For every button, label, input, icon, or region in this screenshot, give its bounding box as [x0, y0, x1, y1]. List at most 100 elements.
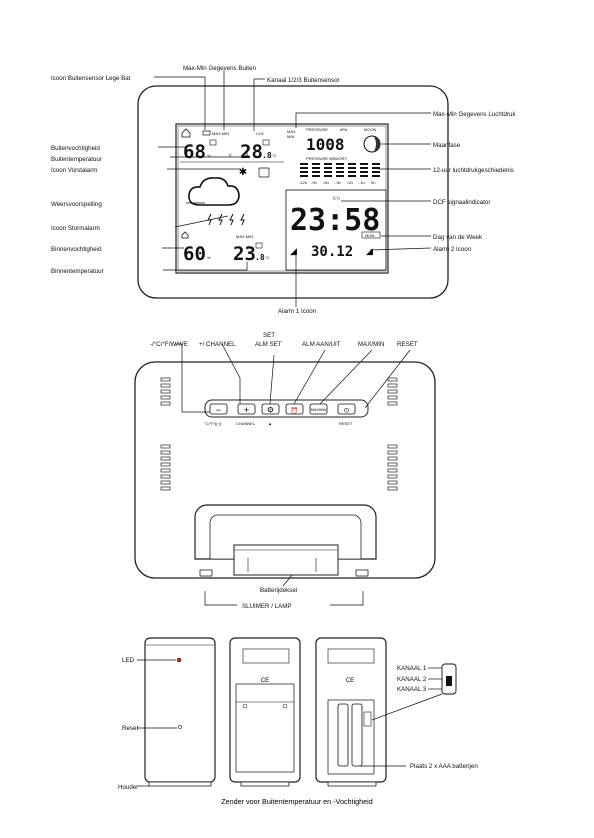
- house-out-icon: [181, 128, 191, 138]
- lcd-in-temp: 23: [233, 243, 256, 265]
- label-snooze: SLUIMER / LAMP: [242, 603, 292, 610]
- callout-maxmin-pressure: Max-Min Gegevens Luchtdruk: [433, 111, 516, 118]
- label-holder: Houder: [118, 784, 138, 791]
- lcd-pressure: 1008: [306, 135, 345, 154]
- label-alm-set: ALM SET: [255, 341, 282, 348]
- small-print-channel: CHANNEL: [236, 421, 256, 426]
- callout-forecast: Weersvoorspelling: [51, 201, 102, 208]
- label-led: LED: [122, 657, 135, 664]
- callout-in-temp: Binnentemperatuur: [51, 268, 104, 275]
- lcd-out-hum-unit: %: [207, 153, 211, 158]
- svg-text:-1h: -1h: [359, 180, 365, 185]
- label-reset: RESET: [397, 341, 418, 348]
- lcd-weekday: MON: [365, 233, 374, 238]
- front-callout-lines: [154, 70, 432, 307]
- reset-button[interactable]: [337, 403, 356, 415]
- led-icon: [176, 657, 182, 663]
- svg-text:-3h: -3h: [335, 180, 341, 185]
- maxmin-button-glyph: MAX/MIN: [311, 408, 326, 412]
- label-set: SET: [263, 332, 275, 339]
- sensor-caption: Zender voor Buitentemperatuur en -Vochti…: [221, 797, 372, 806]
- forecast-small-icon: [258, 167, 270, 178]
- weekday-box: [361, 231, 381, 239]
- reset-hole[interactable]: [178, 725, 182, 729]
- label-alm-onoff: ALM AAN/UIT: [302, 341, 341, 348]
- callout-alarm2: Alarm 2 Icoon: [433, 246, 472, 253]
- callout-dcf: DCF signaalindicator: [433, 199, 490, 206]
- plus-button[interactable]: [237, 403, 256, 415]
- sensor-holder: [148, 781, 212, 787]
- svg-text:CE: CE: [261, 678, 269, 684]
- callout-storm-alarm: Icoon Stormalarm: [51, 225, 100, 232]
- set-button[interactable]: [261, 403, 280, 415]
- label-ch1: KANAAL 1: [397, 665, 427, 672]
- minus-button-glyph: −: [216, 405, 221, 415]
- lcd-min-label: MIN: [287, 134, 294, 139]
- label-ch3: KANAAL 3: [397, 686, 427, 693]
- callout-out-humidity: Buitenvochtigheid: [51, 145, 100, 152]
- callout-weekday: Dag van de Week: [433, 234, 483, 241]
- sensor-views: CE CE LED Reset Houder KANAAL 1 KANAAL 2…: [118, 637, 478, 806]
- lcd-in-humidity: 60: [183, 243, 206, 265]
- bell-icon: ⏰: [291, 407, 298, 415]
- callout-out-temp: Buitentemperatuur: [51, 156, 102, 163]
- callout-in-humidity: Binnenvochtigheid: [51, 246, 102, 253]
- callout-maxmin-out: Max-Min Gegevens Buiten: [183, 65, 256, 72]
- lcd-maxmin-label: MAX MIN: [212, 131, 229, 136]
- minus-button[interactable]: [209, 403, 228, 415]
- channel-switch[interactable]: [363, 711, 372, 727]
- lcd-date: 30.12: [311, 244, 353, 260]
- small-print-wave: °C/°F/((·)): [204, 421, 222, 426]
- sensor-label-plate: [242, 648, 290, 664]
- lcd-in-hum-unit: %: [207, 255, 211, 260]
- house-in-icon: [181, 231, 189, 239]
- small-print-reset: RESET: [339, 421, 353, 426]
- label-wave: -/°C/°F/WAVE: [150, 341, 188, 348]
- bell1-icon: ◢: [290, 246, 297, 256]
- svg-text:-6h: -6h: [323, 180, 329, 185]
- dcf-icon: ((·)): [333, 195, 340, 200]
- callout-frost-alarm: Icoon Vorstalarm: [51, 167, 97, 174]
- svg-text:CE: CE: [346, 678, 354, 684]
- battery-2: [351, 703, 363, 767]
- label-battery-lid: Batterijdeksel: [260, 587, 297, 594]
- battery-low-icon: [202, 130, 211, 136]
- svg-text:-9h: -9h: [311, 180, 317, 185]
- pressure-bars: [300, 163, 380, 177]
- callout-low-batt: Icoon Buitensensor Lege Bat: [51, 75, 131, 82]
- callout-alarm1: Alarm 1 Icoon: [278, 308, 317, 315]
- gear-icon: ⚙: [267, 406, 274, 415]
- svg-text:-12h: -12h: [299, 180, 307, 185]
- lcd-temp-unit-in: °C: [265, 255, 270, 260]
- label-channel: +/ CHANNEL: [199, 341, 236, 348]
- callout-channel: Kanaal 1/2/3 Buitensensor: [267, 77, 340, 84]
- back-callout-lines: [175, 343, 411, 606]
- front-view: MAX MIN CH1 68 % ((· 28 .8 °C ✱ MAX MIN …: [51, 65, 516, 315]
- lcd-in-temp-dec: .8: [255, 253, 265, 262]
- sensor-battery-cover[interactable]: [235, 683, 295, 773]
- lcd-out-humidity: 68: [183, 141, 206, 163]
- lcd-out-temp: 28: [240, 141, 263, 163]
- maxmin-button[interactable]: [309, 403, 328, 415]
- lcd-max-label: MAX: [287, 129, 296, 134]
- cloud-icon: [188, 177, 240, 206]
- battery-lid[interactable]: [233, 544, 339, 576]
- svg-text:0h: 0h: [371, 180, 375, 185]
- vent-slots: [160, 377, 398, 491]
- lcd-pressure-label: PRESSURE: [306, 127, 328, 132]
- battery-compartment: [327, 699, 375, 775]
- plus-button-glyph: +: [244, 405, 249, 415]
- clock-panel: [285, 189, 387, 271]
- callout-moon: Maanfase: [433, 142, 461, 149]
- lcd-out-temp-dec: .8: [262, 151, 272, 160]
- signal-small-icon: ((·: [229, 152, 233, 157]
- battery-1: [337, 703, 349, 767]
- back-view: − + ⚙ ⏰ MAX/MIN ⊙ °C/°F/((·)) CHANNEL ▲ …: [134, 332, 436, 610]
- foot-left: [199, 569, 213, 577]
- sensor-callout-lines: [137, 659, 443, 787]
- callout-pressure-history: 12-uur luchtdrukgeschiedenis: [433, 167, 514, 174]
- alarm-onoff-button[interactable]: [285, 403, 304, 415]
- small-print-bell: ▲: [268, 421, 272, 426]
- lcd-temp-unit: °C: [272, 153, 277, 158]
- label-reset: Reset: [122, 725, 138, 732]
